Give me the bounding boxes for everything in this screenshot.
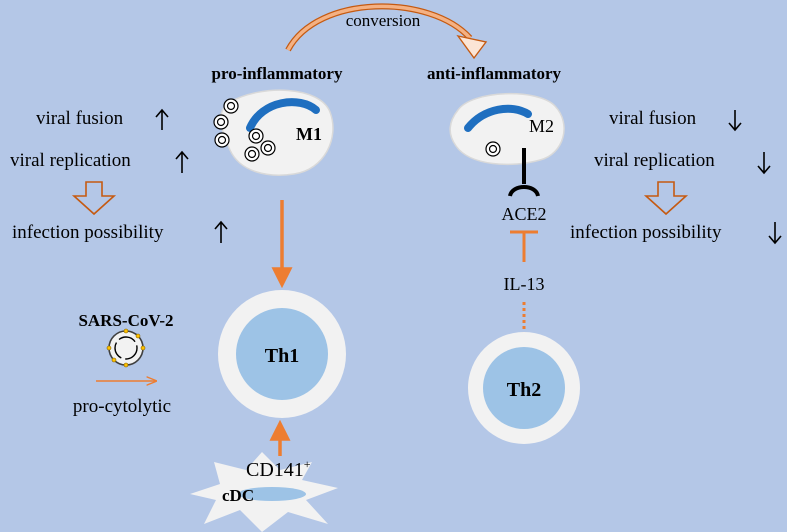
left-viral-replication: viral replication <box>10 150 131 171</box>
left-infection-possibility: infection possibility <box>12 222 164 243</box>
legend-virus-label: SARS-CoV-2 <box>78 311 173 330</box>
conversion-arrow <box>285 3 488 60</box>
right-infection-possibility: infection possibility <box>570 222 722 243</box>
hollow-down-arrow-icon <box>71 181 117 216</box>
m1-macrophage: M1 <box>213 89 334 176</box>
down-arrow-icon <box>728 110 742 132</box>
m1-nucleus-band <box>246 98 320 132</box>
left-effects: viral fusion viral replication infection… <box>10 108 228 243</box>
th1-label: Th1 <box>265 345 299 367</box>
left-viral-fusion: viral fusion <box>36 108 124 129</box>
th2-label: Th2 <box>507 379 541 401</box>
m1-label: M1 <box>296 124 322 144</box>
anti-inflammatory-label: anti-inflammatory <box>427 64 562 83</box>
cd141-label: CD141+ <box>246 457 311 481</box>
m2-macrophage: M2 <box>449 92 565 166</box>
th1-cell: Th1 <box>218 290 346 418</box>
cdc-label: cDC <box>222 486 254 505</box>
sars-cov-2-virus-icon <box>106 328 146 368</box>
conversion-label: conversion <box>346 11 421 30</box>
legend: SARS-CoV-2 pro-cytolytic <box>73 311 174 417</box>
th2-cell: Th2 <box>468 332 580 444</box>
m2-label: M2 <box>529 116 554 136</box>
m2-virus-particle <box>485 141 501 157</box>
pro-inflammatory-label: pro-inflammatory <box>212 64 343 83</box>
right-effects: viral fusion viral replication infection… <box>570 108 782 245</box>
il13-label: IL-13 <box>504 274 545 294</box>
cdc-cell: CD141+ cDC <box>190 452 338 532</box>
legend-arrow-label: pro-cytolytic <box>73 396 171 417</box>
right-viral-replication: viral replication <box>594 150 715 171</box>
cdc-nucleus <box>238 487 306 501</box>
right-viral-fusion: viral fusion <box>609 108 697 129</box>
m1-virus-particles <box>213 98 276 162</box>
up-arrow-icon <box>175 150 189 173</box>
up-arrow-icon <box>214 220 228 243</box>
m2-ace2-inhibition <box>508 148 540 197</box>
down-arrow-icon <box>757 152 771 175</box>
ace2-label: ACE2 <box>502 204 547 224</box>
hollow-down-arrow-icon <box>643 181 689 216</box>
m2-nucleus-band <box>464 104 532 132</box>
down-arrow-icon <box>768 222 782 245</box>
il13-ace2-inhibition <box>510 230 538 262</box>
up-arrow-icon <box>155 108 169 130</box>
